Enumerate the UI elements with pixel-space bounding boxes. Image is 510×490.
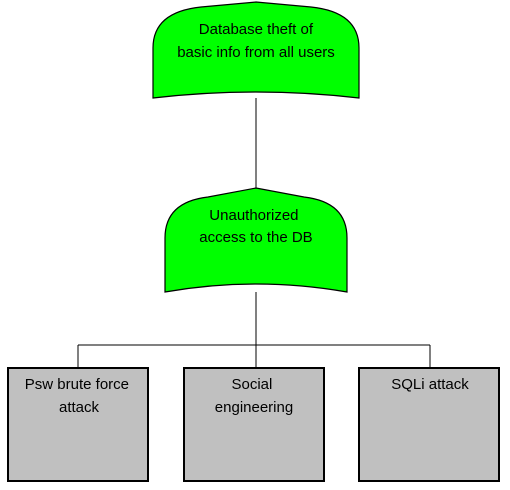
leaf-1-label: Psw brute force attack (25, 376, 133, 416)
intermediate-event-label-line-2: access to the DB (199, 229, 312, 246)
leaf-3-label-line-1: SQLi attack (391, 376, 469, 393)
top-event-label-line-1: Database theft of (199, 21, 314, 38)
leaf-node-sqli-attack[interactable]: SQLi attack (358, 367, 500, 482)
leaf-node-brute-force[interactable]: Psw brute force attack (7, 367, 149, 482)
leaf-node-social-engineering[interactable]: Social engineering (183, 367, 325, 482)
leaf-1-box (7, 367, 149, 482)
intermediate-event-node[interactable]: Unauthorized access to the DB (164, 187, 348, 293)
intermediate-event-label: Unauthorized access to the DB (199, 207, 312, 246)
top-event-shape (152, 1, 360, 99)
leaf-2-label: Social engineering (215, 376, 293, 416)
top-event-label: Database theft of basic info from all us… (177, 21, 335, 61)
leaf-2-box (183, 367, 325, 482)
intermediate-event-label-line-1: Unauthorized (209, 207, 298, 224)
leaf-2-label-line-2: engineering (215, 399, 293, 416)
leaf-2-label-line-1: Social (231, 376, 272, 393)
leaf-1-label-line-1: Psw brute force (25, 376, 129, 393)
leaf-3-label: SQLi attack (391, 376, 469, 393)
leaf-3-box (358, 367, 500, 482)
top-event-label-line-2: basic info from all users (177, 44, 335, 61)
top-event-node[interactable]: Database theft of basic info from all us… (152, 1, 360, 99)
leaf-1-label-line-2: attack (59, 399, 100, 416)
intermediate-event-shape (164, 187, 348, 293)
